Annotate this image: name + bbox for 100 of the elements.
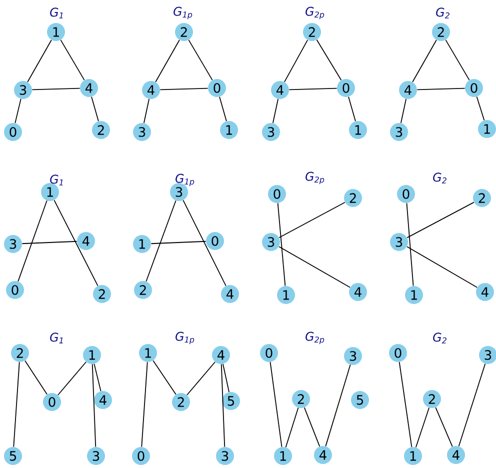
- graph-node: 5: [351, 391, 369, 409]
- graph-node: 2: [172, 393, 190, 411]
- graph-edge: [316, 39, 342, 81]
- graph-node: 2: [423, 390, 441, 408]
- graph-node: 0: [397, 185, 415, 203]
- graph-title: G$_{1}$: [50, 332, 63, 344]
- graph-node: 3: [14, 81, 32, 99]
- graph-node: 4: [399, 81, 417, 99]
- graph-edge: [146, 200, 176, 282]
- graph-edge: [220, 364, 226, 448]
- graph-node: 4: [271, 81, 289, 99]
- graph-edge: [304, 407, 320, 447]
- graph-node: 3: [479, 346, 496, 364]
- graph-edge: [222, 364, 230, 392]
- graph-edge: [22, 240, 78, 244]
- graph-node: 3: [133, 123, 151, 141]
- graph-edge: [27, 40, 52, 82]
- graph-title: G$_{1}$: [50, 174, 63, 186]
- graph-title: G$_{2p}$: [306, 332, 324, 344]
- graph-edge: [155, 40, 180, 82]
- graph-edge: [54, 200, 98, 286]
- graph-node: 3: [390, 123, 408, 141]
- graph-edge: [398, 362, 412, 448]
- graph-node: 1: [478, 120, 496, 138]
- graph-node: 0: [208, 79, 226, 97]
- graph-node: 4: [142, 81, 160, 99]
- graph-node: 1: [47, 23, 65, 41]
- graph-edge: [160, 88, 208, 90]
- graph-edge: [14, 98, 22, 124]
- graph-node: 3: [390, 233, 408, 251]
- graph-node: 4: [221, 285, 239, 303]
- graph-edge: [445, 39, 470, 81]
- graph-node: 1: [220, 121, 238, 139]
- graph-node: 4: [349, 283, 367, 301]
- graph-edge: [150, 240, 206, 244]
- graph-node: 4: [80, 79, 98, 97]
- graph-edge: [91, 96, 99, 122]
- graph-edge: [435, 407, 453, 447]
- graph-edge: [416, 88, 466, 90]
- graph-node: 1: [405, 286, 423, 304]
- graph-edge: [270, 362, 282, 448]
- graph-node: 4: [94, 391, 112, 409]
- graph-node: 1: [41, 183, 59, 201]
- graph-node: 1: [277, 286, 295, 304]
- graph-node: 2: [344, 189, 362, 207]
- graph-node: 4: [314, 446, 332, 464]
- graph-edge: [143, 98, 150, 124]
- graph-edge: [348, 96, 356, 122]
- graph-edge: [284, 40, 308, 82]
- graph-node: 0: [260, 344, 278, 362]
- graph-node: 2: [432, 23, 450, 41]
- graph-node: 0: [465, 79, 483, 97]
- graph-edge: [186, 362, 216, 396]
- graph-edge: [325, 364, 351, 447]
- graph-title: G$_{2}$: [433, 172, 446, 184]
- graph-node: 3: [170, 183, 188, 201]
- graph-node: 1: [139, 344, 157, 362]
- graph-node: 4: [77, 232, 95, 250]
- graph-edge: [13, 362, 20, 448]
- graph-edge: [219, 96, 227, 122]
- graph-title: G$_{2}$: [433, 332, 446, 344]
- graph-edge: [32, 88, 80, 90]
- graph-node: 3: [216, 447, 234, 465]
- graph-node: 3: [87, 447, 105, 465]
- graph-node: 2: [11, 344, 29, 362]
- graph-node: 2: [292, 390, 310, 408]
- graph-node: 0: [132, 447, 150, 465]
- graph-node: 0: [43, 393, 61, 411]
- graph-edge: [277, 202, 286, 286]
- graph-edge: [60, 39, 85, 81]
- graph-edge: [415, 407, 430, 448]
- graph-edge: [400, 98, 407, 124]
- graph-node: 1: [349, 121, 367, 139]
- graph-node: 2: [303, 23, 321, 41]
- graph-node: 2: [175, 23, 193, 41]
- graph-edge: [278, 202, 346, 238]
- graph-edge: [278, 246, 350, 288]
- graph-node: 1: [404, 447, 422, 465]
- graph-node: 1: [274, 447, 292, 465]
- graph-title: G$_{2p}$: [306, 172, 324, 184]
- graph-node: 0: [4, 123, 22, 141]
- graph-node: 2: [134, 281, 152, 299]
- graph-node: 4: [447, 446, 465, 464]
- graph-node: 0: [337, 79, 355, 97]
- graph-edge: [58, 362, 86, 396]
- graph-node: 1: [83, 346, 101, 364]
- graph-edge: [141, 362, 148, 448]
- graph-node: 2: [473, 189, 491, 207]
- graph-node: 0: [268, 185, 286, 203]
- graph-node: 3: [262, 123, 280, 141]
- graph-edge: [92, 364, 96, 448]
- graph-edge: [285, 407, 299, 448]
- graph-edge: [24, 360, 48, 395]
- graph-edge: [94, 363, 102, 392]
- graph-node: 1: [133, 235, 151, 253]
- graph-node: 4: [212, 346, 230, 364]
- graph-node: 0: [206, 232, 224, 250]
- graph-node: 0: [6, 281, 24, 299]
- graph-edge: [412, 40, 437, 82]
- graph-edge: [288, 88, 338, 90]
